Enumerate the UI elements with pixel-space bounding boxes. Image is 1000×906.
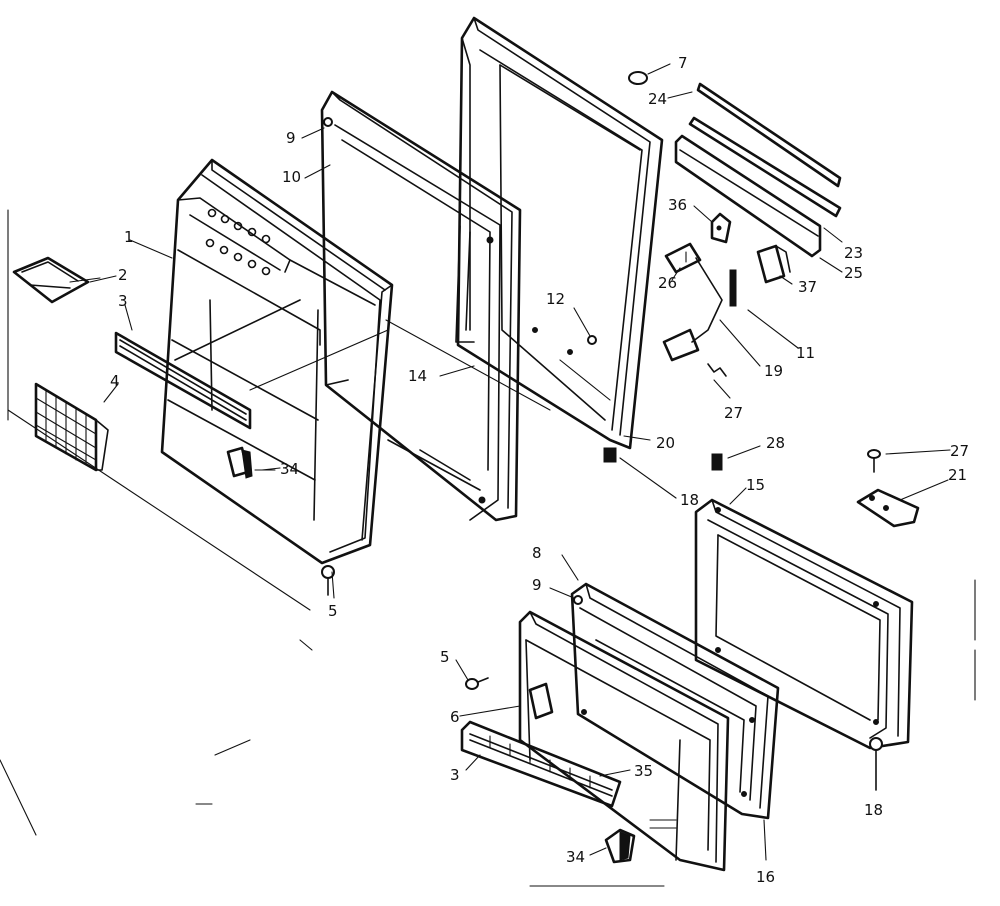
- callout-leaders: [89, 63, 951, 861]
- callout-3-lower: 3: [450, 766, 460, 784]
- hinge-plate-part-21: [856, 488, 920, 528]
- assembly-guide-lines: [0, 209, 976, 887]
- callout-8: 8: [532, 544, 542, 562]
- callout-19: 19: [764, 362, 783, 380]
- freezer-liner-part-1: [160, 158, 394, 596]
- rail-part-3-lower: [460, 720, 622, 808]
- callout-20: 20: [656, 434, 675, 452]
- handle-strips-parts-23-24-25: [674, 82, 842, 258]
- screw-part-27-right: [867, 449, 881, 473]
- clip-part-36: [710, 212, 732, 244]
- screw-part-5-left: [321, 565, 335, 596]
- block-part-37: [756, 244, 791, 284]
- hinge-arm-parts-19-26: [662, 242, 723, 362]
- door-frame-part-20: [456, 16, 664, 450]
- cap-part-7: [628, 71, 648, 85]
- callout-25: 25: [844, 264, 863, 282]
- screw-part-5-lower: [465, 677, 489, 690]
- pin-part-18-upper: [603, 447, 617, 463]
- grille-part-4: [34, 382, 109, 472]
- callout-11: 11: [796, 344, 815, 362]
- callout-10: 10: [282, 168, 301, 186]
- callout-27-middle: 27: [724, 404, 743, 422]
- pin-part-18-lower: [869, 737, 883, 791]
- callout-9-lower: 9: [532, 576, 542, 594]
- callout-15: 15: [746, 476, 765, 494]
- callout-5-lower: 5: [440, 648, 450, 666]
- callout-26: 26: [658, 274, 677, 292]
- callout-9-upper: 9: [286, 129, 296, 147]
- liner-top-vents: [205, 208, 271, 276]
- callout-21: 21: [948, 466, 967, 484]
- latch-part-34-left: [226, 446, 276, 479]
- callout-27-right: 27: [950, 442, 969, 460]
- callout-23: 23: [844, 244, 863, 262]
- callout-labels: 1 2 3 4 5 34 9 10 14 7 24 36 23 25 26 37…: [110, 54, 969, 886]
- callout-36: 36: [668, 196, 687, 214]
- callout-28: 28: [766, 434, 785, 452]
- freezer-door-frame-part-15: [694, 498, 914, 750]
- callout-4: 4: [110, 372, 120, 390]
- callout-12: 12: [546, 290, 565, 308]
- callout-6: 6: [450, 708, 460, 726]
- pin-part-28: [711, 453, 723, 471]
- bracket-part-2: [12, 256, 101, 304]
- callout-1: 1: [124, 228, 134, 246]
- screw-part-9-lower: [573, 595, 583, 605]
- callout-34-left: 34: [280, 460, 299, 478]
- lower-liner-part-6: [518, 610, 730, 872]
- callout-2: 2: [118, 266, 128, 284]
- door-liner-part-10: [320, 90, 522, 522]
- callout-16: 16: [756, 868, 775, 886]
- latch-part-34-lower: [604, 828, 636, 864]
- gasket-part-14: [387, 439, 481, 491]
- callout-5-left: 5: [328, 602, 338, 620]
- lower-door-assembly-part-8: [570, 582, 780, 820]
- callout-34-lower: 34: [566, 848, 585, 866]
- callout-37: 37: [798, 278, 817, 296]
- callout-18-lower: 18: [864, 801, 883, 819]
- spring-part-27: [707, 363, 727, 377]
- rail-part-3-upper: [114, 331, 252, 430]
- callout-18-upper: 18: [680, 491, 699, 509]
- callout-14: 14: [408, 367, 427, 385]
- callout-7: 7: [678, 54, 688, 72]
- callout-35: 35: [634, 762, 653, 780]
- rod-part-11: [729, 269, 737, 307]
- callout-24: 24: [648, 90, 667, 108]
- callout-3-upper: 3: [118, 292, 128, 310]
